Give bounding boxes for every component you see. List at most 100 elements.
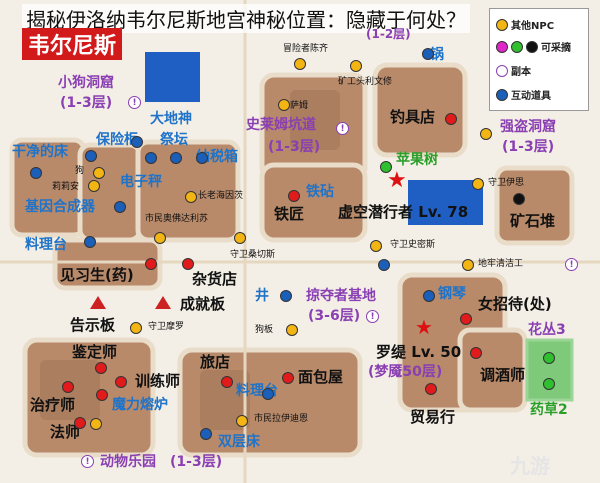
npc-dot[interactable] [286,324,298,336]
npc-dot[interactable] [480,128,492,140]
interact-dot[interactable] [378,259,390,271]
building-fishing [372,62,468,158]
label-animal-floors: (1-3层) [170,454,223,470]
label-dog2: 狗板 [255,325,274,335]
interact-dot[interactable] [262,388,274,400]
label-puppy-cave: 小狗洞窟 [58,75,114,91]
shop-dot[interactable] [460,313,472,325]
npc-dot[interactable] [93,167,105,179]
shop-dot[interactable] [115,376,127,388]
label-mage: 法师 [50,423,81,441]
label-clean-bed: 干净的床 [12,144,68,160]
shop-dot[interactable] [145,258,157,270]
shop-dot[interactable] [221,376,233,388]
npc-dot[interactable] [278,99,290,111]
interact-dot[interactable] [30,167,42,179]
dungeon-marker-icon[interactable]: ! [366,310,379,323]
notice-triangle-icon[interactable] [90,296,106,309]
label-void-diver: 虚空潜行者 Lv. 78 [338,203,469,221]
label-dog: 狗 [75,166,85,176]
label-plunderer-floors: (3-6层) [308,308,361,324]
achievement-triangle-icon[interactable] [155,296,171,309]
interact-dot[interactable] [145,152,157,164]
label-double-bed: 双层床 [218,434,260,450]
interact-dot[interactable] [423,290,435,302]
interact-dot[interactable] [422,48,434,60]
gather-dot[interactable] [543,378,555,390]
boss-star-icon[interactable]: ★ [415,315,433,339]
label-herb2: 药草2 [530,402,568,418]
label-altar: 祭坛 [160,132,188,148]
npc-dot[interactable] [88,180,100,192]
npc-dot[interactable] [236,415,248,427]
shop-dot[interactable] [470,347,482,359]
label-trader: 贸易行 [410,408,456,426]
npc-dot[interactable] [350,60,362,72]
label-blacksmith: 铁匠 [274,205,305,223]
interact-dot[interactable] [170,152,182,164]
shop-dot[interactable] [288,190,300,202]
dungeon-marker-icon[interactable]: ! [336,122,349,135]
building-apprentice [52,237,163,291]
label-road-cleaner: 地牢清洁工 [478,259,524,269]
npc-dot[interactable] [90,418,102,430]
interact-dot[interactable] [200,428,212,440]
interact-dot[interactable] [196,152,208,164]
gather-dot[interactable] [380,161,392,173]
label-safe: 保险柜 [96,132,138,148]
label-guard-roma: 守卫摩罗 [148,322,185,332]
label-inn: 旅店 [200,353,231,371]
label-flower3: 花丛3 [528,322,566,338]
label-appraiser: 鉴定师 [72,343,118,361]
label-e-scale: 电子秤 [120,174,162,190]
ore-dot[interactable] [513,193,525,205]
green-dot-icon [511,40,523,53]
label-bartender: 调酒师 [480,366,526,384]
boss-star-icon[interactable]: ★ [387,168,407,193]
black-dot-icon [526,40,538,53]
shop-dot[interactable] [182,258,194,270]
dungeon-marker-icon[interactable]: ! [565,258,578,271]
legend-row-dungeon: 副本 [496,63,531,78]
legend-row-npc: 其他NPC [496,17,554,32]
shop-dot[interactable] [425,383,437,395]
interact-dot[interactable] [85,150,97,162]
label-dream-floors: (梦魇50层) [368,364,443,380]
dungeon-marker-icon[interactable]: ! [81,455,94,468]
label-ore: 矿石堆 [510,212,556,230]
pink-dot-icon [496,40,508,53]
interact-dot[interactable] [84,236,96,248]
label-general-store: 杂货店 [192,270,238,288]
label-top-floors: (1-2层) [366,27,411,41]
npc-dot[interactable] [130,322,142,334]
label-trainer: 训练师 [135,372,181,390]
shop-dot[interactable] [62,381,74,393]
label-miner: 矿工头利文修 [338,77,393,87]
npc-dot[interactable] [185,191,197,203]
building-ore [494,165,575,246]
label-piano: 钢琴 [438,286,466,302]
shop-dot[interactable] [74,417,86,429]
map-legend: 其他NPC 可采摘 副本 互动道具 [489,8,589,111]
label-robber-floors: (1-3层) [502,139,555,155]
dungeon-marker-icon[interactable]: ! [128,96,141,109]
npc-dot[interactable] [370,240,382,252]
npc-dot[interactable] [462,259,474,271]
shop-dot[interactable] [95,362,107,374]
npc-dot[interactable] [234,232,246,244]
npc-dot[interactable] [294,58,306,70]
npc-dot[interactable] [154,232,166,244]
interact-dot[interactable] [114,201,126,213]
label-citizen: 市民拉伊迪恩 [254,414,309,424]
watermark-logo: 九游 [510,454,550,478]
label-waitress: 女招待(处) [478,295,552,313]
gather-dot[interactable] [543,352,555,364]
label-robber-cave: 强盗洞窟 [500,119,556,135]
shop-dot[interactable] [282,372,294,384]
interact-dot[interactable] [280,290,292,302]
shop-dot[interactable] [96,389,108,401]
interact-dot[interactable] [131,136,143,148]
npc-dot[interactable] [472,178,484,190]
label-magic-furnace: 魔力熔炉 [112,397,168,413]
shop-dot[interactable] [445,113,457,125]
